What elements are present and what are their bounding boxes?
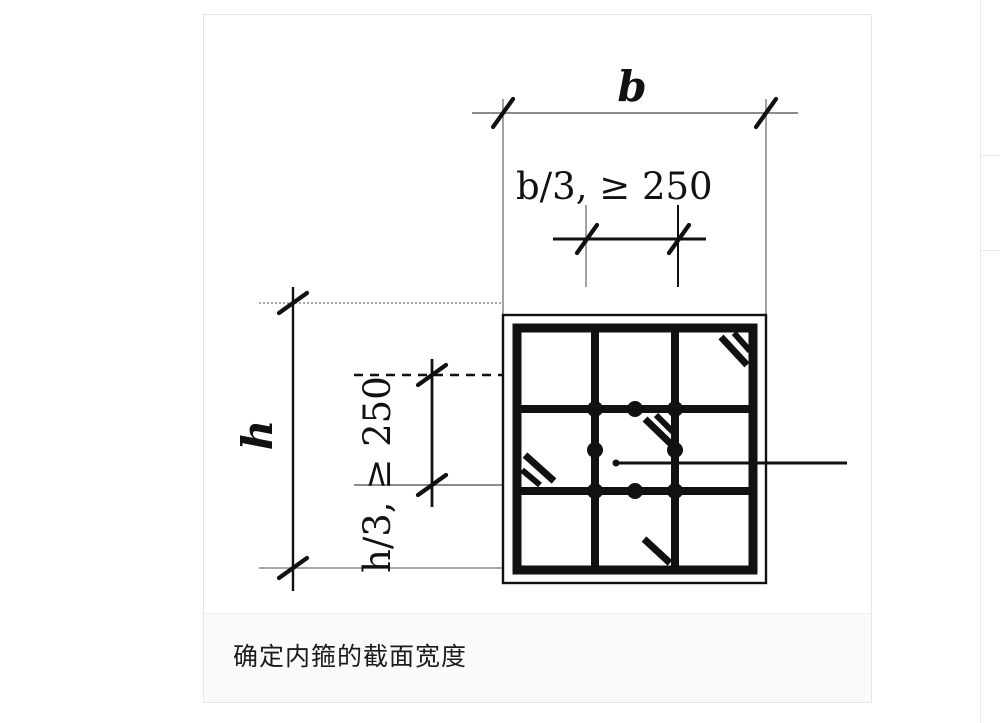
stirrup-hook-icon-mid-left (522, 452, 557, 484)
dimension-tick-h-top (276, 290, 310, 316)
dimension-label-h: h (233, 420, 282, 451)
column-outline (501, 313, 768, 585)
column-cross-section (501, 313, 847, 585)
inner-stirrup-group (587, 401, 683, 499)
rebar-dot (667, 483, 683, 499)
dimension-h-group: h (233, 287, 503, 591)
figure-caption-bar: 确定内箍的截面宽度 (204, 613, 871, 702)
dimension-h3-group: h/3, ≥ 250 (354, 359, 504, 573)
background-rule-horizontal-upper (980, 155, 1000, 156)
rebar-dot (627, 401, 643, 417)
dimension-label-b: b (617, 62, 646, 111)
column-section-diagram: b b/3, ≥ 250 (233, 62, 847, 591)
dimension-label-b3: b/3, ≥ 250 (516, 165, 713, 208)
dimension-tick-b3-right (666, 222, 692, 256)
dimension-label-h3: h/3, ≥ 250 (356, 376, 399, 573)
outer-stirrup (512, 323, 758, 575)
background-rule-horizontal-lower (980, 250, 1000, 251)
rebar-dot (587, 442, 603, 458)
background-rule-vertical (980, 0, 981, 723)
stirrup-hook-icon-bottom-mid (641, 536, 673, 566)
figure-drawing-area: b b/3, ≥ 250 (204, 15, 871, 613)
rebar-dot (587, 483, 603, 499)
stirrup-hook-icon-top-right (718, 334, 750, 368)
stirrup-hook-icon-mid-left-2 (520, 467, 542, 488)
dimension-b3-group: b/3, ≥ 250 (516, 165, 713, 287)
rebar-dot (627, 483, 643, 499)
inner-stirrup-hook-icon-2 (653, 412, 677, 436)
rebar-dot (587, 401, 603, 417)
dimension-tick-h3-bottom (415, 472, 449, 498)
figure-caption-text: 确定内箍的截面宽度 (233, 642, 468, 671)
dimension-b-group: b (472, 62, 798, 315)
dimension-tick-b-right (753, 96, 779, 130)
dimension-tick-b3-left (574, 222, 600, 256)
leader-dot (612, 459, 620, 467)
dimension-tick-h3-top (415, 362, 449, 388)
stirrup-hooks-group (520, 331, 753, 566)
inner-stirrup-hook-icon-1 (642, 416, 675, 448)
stirrup-hook-icon-top-right-2 (731, 331, 753, 353)
figure-card: b b/3, ≥ 250 (203, 14, 872, 703)
rebar-dot (667, 401, 683, 417)
dimension-tick-h-bottom (276, 555, 310, 581)
dimension-tick-b-left (490, 96, 516, 130)
